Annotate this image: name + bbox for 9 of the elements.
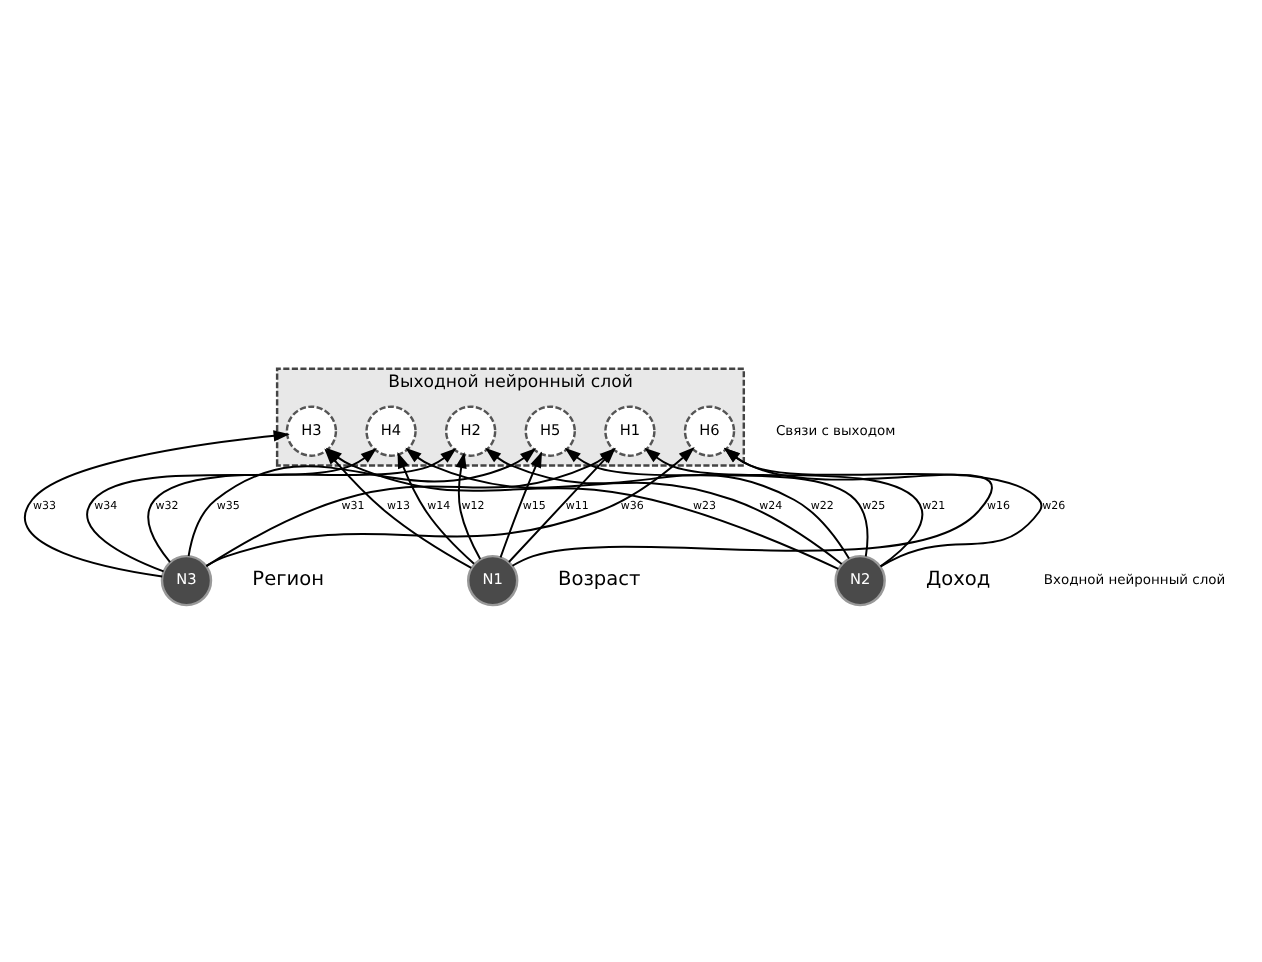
arrow	[723, 446, 1043, 567]
node-label: Регион	[252, 568, 324, 591]
arrow	[455, 451, 482, 559]
arrow	[24, 429, 290, 577]
node-label: Доход	[925, 568, 991, 591]
arrow	[644, 446, 924, 567]
arrow	[397, 451, 475, 564]
node-label: Возраст	[558, 568, 641, 591]
arrow	[499, 450, 543, 558]
